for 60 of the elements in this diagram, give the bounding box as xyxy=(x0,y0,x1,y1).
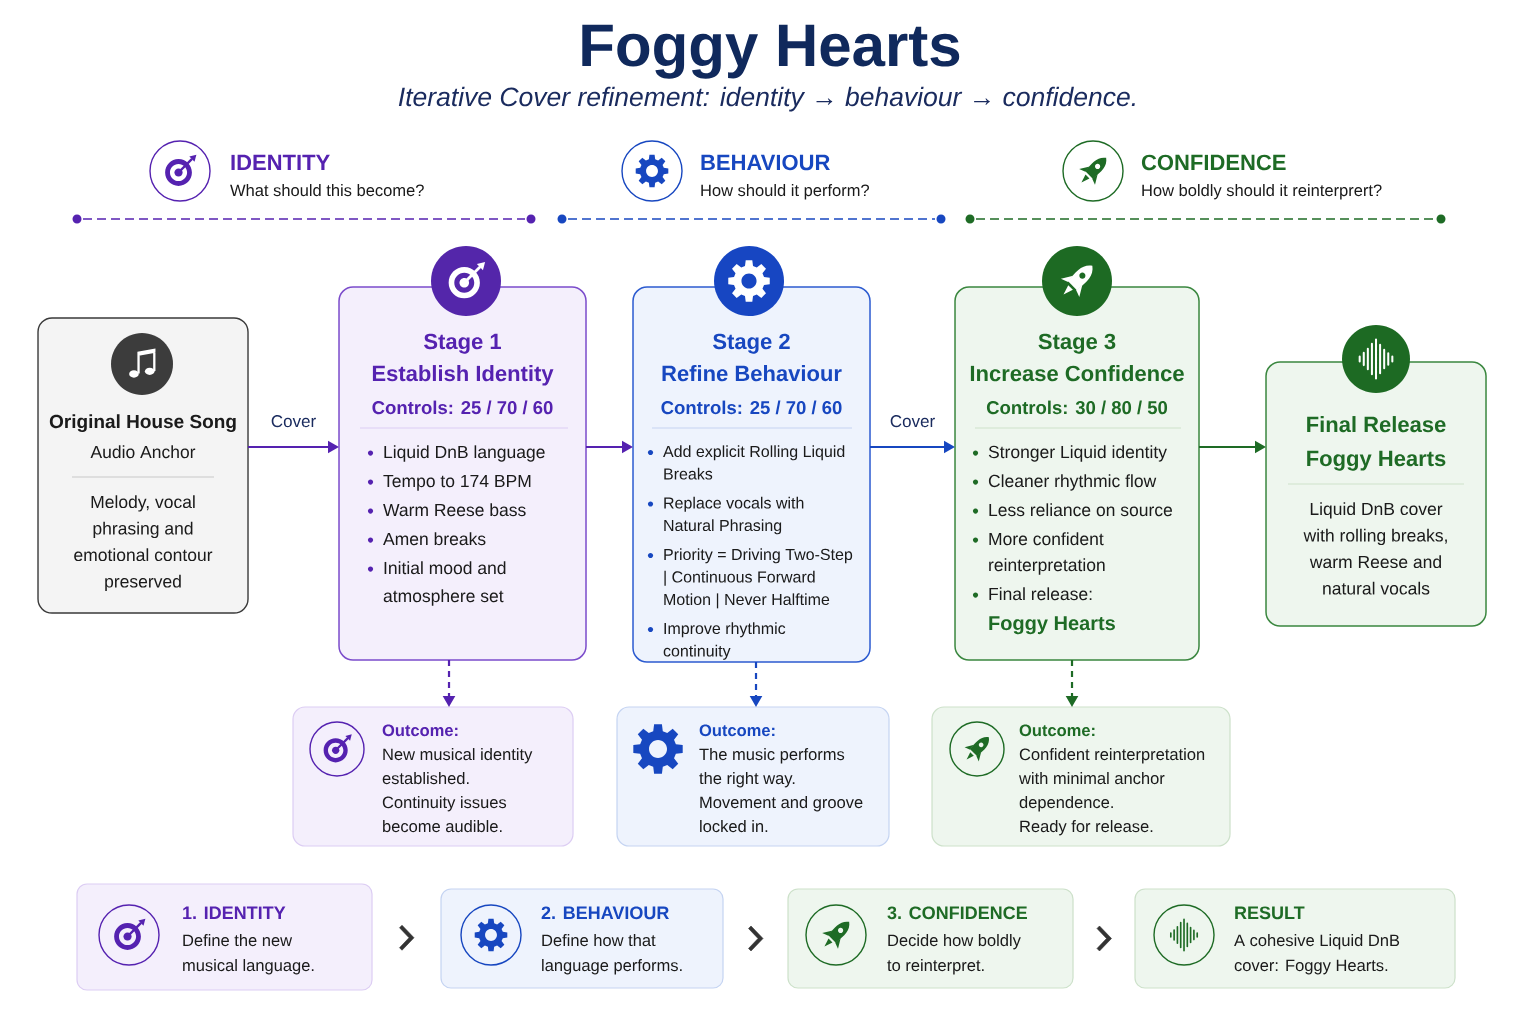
phase-heading: CONFIDENCE xyxy=(1141,154,1286,171)
outcome-text: Movement and groove locked in. xyxy=(700,796,863,833)
stage-title: Establish Identity xyxy=(372,365,554,386)
body-text: Melody, vocal phrasing and emotional contour preserved xyxy=(74,495,213,592)
release-name: Foggy Hearts xyxy=(989,616,1115,635)
subtitle: Iterative Cover refinement: identity → behaviour → confidence. xyxy=(398,86,1135,112)
bullet-text: Amen breaks xyxy=(383,532,486,546)
bullet-text: Stronger Liquid identity xyxy=(988,445,1167,462)
bullet-text: Cleaner rhythmic flow xyxy=(988,474,1157,491)
stage-title: Refine Behaviour xyxy=(662,365,842,382)
bullet-text: Less reliance on source xyxy=(989,503,1172,517)
card-subtitle: Audio Anchor xyxy=(90,445,196,459)
card-title: Foggy Hearts xyxy=(1307,450,1446,471)
step-text: A cohesive Liquid DnB cover: Foggy Hearts. xyxy=(1234,934,1400,975)
bullet-text: Priority = Driving Two-Step | Continuous Forward Motion | Never Halftime xyxy=(664,548,853,609)
outcome-label: Outcome: xyxy=(699,724,775,737)
step-title: 3. CONFIDENCE xyxy=(887,906,1027,920)
card-title: Final Release xyxy=(1307,416,1446,433)
outcome-text: Continuity issues become audible. xyxy=(382,796,507,833)
body-text: Liquid DnB cover with rolling breaks, warm Reese and natural vocals xyxy=(1303,502,1447,595)
outcome-label: Outcome: xyxy=(382,724,458,737)
bullet-text: Replace vocals with Natural Phrasing xyxy=(664,496,804,535)
outcome-text: Ready for release. xyxy=(1020,820,1153,836)
outcome-text: New musical identity established. xyxy=(382,748,533,785)
stage-title: Increase Confidence xyxy=(970,365,1184,382)
controls-text: Controls: 30 / 80 / 50 xyxy=(986,400,1168,415)
bullet-text: Warm Reese bass xyxy=(383,503,526,517)
controls-text: Controls: 25 / 70 / 60 xyxy=(372,400,553,415)
chevron-arrow xyxy=(399,924,415,951)
step-title: 2. BEHAVIOUR xyxy=(541,906,669,920)
bullet-text: Add explicit Rolling Liquid Breaks xyxy=(663,445,845,480)
bullet-text: Tempo to 174 BPM xyxy=(383,474,531,491)
stage-title: Stage 1 xyxy=(424,333,501,354)
phase-heading: IDENTITY xyxy=(231,154,330,170)
phase-question: How boldly should it reinterprert? xyxy=(1142,184,1382,200)
chevron-arrow xyxy=(748,925,764,952)
step-text: Define the new musical language. xyxy=(183,934,314,975)
phase-heading: BEHAVIOUR xyxy=(701,154,830,171)
bullet-text: More confident reinterpretation xyxy=(989,532,1105,575)
step-title: RESULT xyxy=(1235,906,1305,920)
outcome-text: The music performs the right way. xyxy=(699,748,845,788)
step-text: Decide how boldly to reinterpret. xyxy=(887,934,1021,975)
outcome-text: Confident reinterpretation with minimal anchor dependence. xyxy=(1019,748,1205,812)
title: Foggy Hearts xyxy=(582,24,960,79)
bullet-text: Initial mood and atmosphere set xyxy=(383,561,506,606)
phase-question: How should it perform? xyxy=(701,184,869,200)
stage-title: Stage 3 xyxy=(1038,333,1116,354)
stage-title: Stage 2 xyxy=(713,333,790,354)
controls-text: Controls: 25 / 70 / 60 xyxy=(661,400,842,415)
bullet-text: Liquid DnB language xyxy=(384,445,545,462)
phase-question: What should this become? xyxy=(230,184,424,197)
edge-label: Cover xyxy=(887,413,938,430)
outcome-label: Outcome: xyxy=(1019,724,1095,737)
step-title: 1. IDENTITY xyxy=(183,906,286,919)
step-text: Define how that language performs. xyxy=(542,934,682,975)
bullet-text: Final release: xyxy=(989,587,1092,601)
card-title: Original House Song xyxy=(49,414,236,433)
bullet-text: Improve rhythmic continuity xyxy=(663,622,786,660)
edge-label: Cover xyxy=(268,413,319,430)
chevron-arrow xyxy=(1096,925,1112,952)
